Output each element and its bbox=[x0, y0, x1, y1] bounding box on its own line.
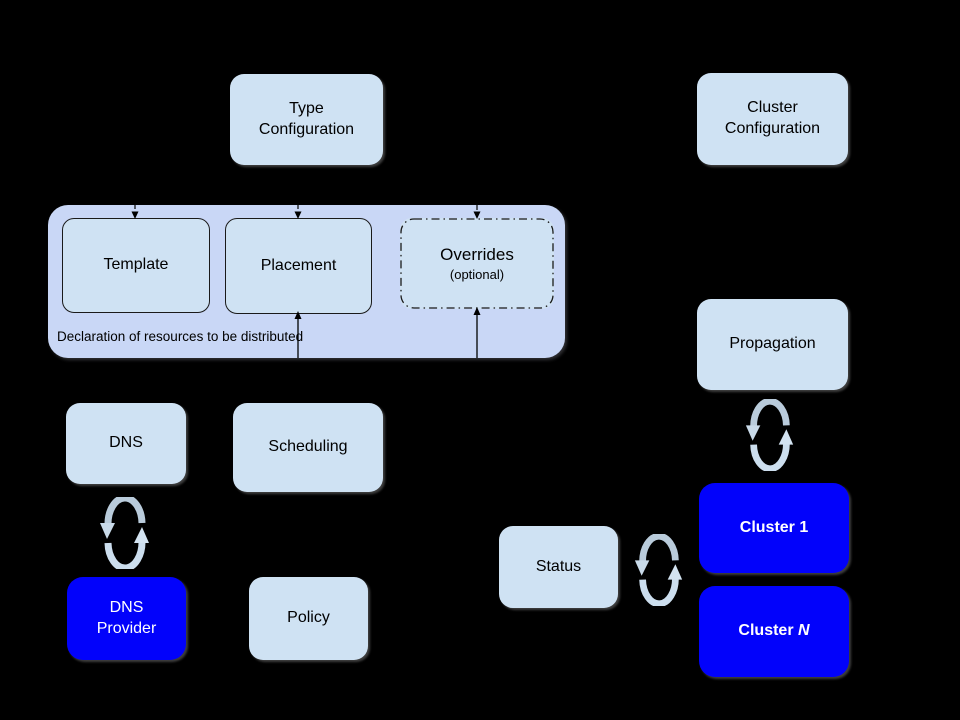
cluster-configuration-label: Cluster Configuration bbox=[724, 99, 821, 137]
cluster-1-label: Cluster 1 bbox=[739, 518, 809, 536]
propagation-label: Propagation bbox=[729, 335, 816, 353]
node-placement: Placement bbox=[225, 218, 372, 314]
node-cluster-configuration: Cluster Configuration bbox=[697, 73, 848, 165]
status-label: Status bbox=[535, 557, 582, 575]
node-template: Template bbox=[62, 218, 210, 313]
node-overrides: Overrides (optional) bbox=[400, 218, 554, 309]
node-cluster-n: Cluster N bbox=[699, 586, 849, 677]
sync-cycle-icon bbox=[743, 399, 797, 471]
node-type-configuration: Type Configuration bbox=[230, 74, 383, 165]
dns-label: DNS bbox=[109, 434, 143, 452]
cluster-n-suffix: N bbox=[798, 622, 810, 640]
node-cluster-1: Cluster 1 bbox=[699, 483, 849, 573]
group-caption: Declaration of resources to be distribut… bbox=[57, 329, 304, 344]
cluster-n-label: Cluster N bbox=[738, 621, 809, 642]
overrides-label: Overrides bbox=[440, 244, 514, 264]
node-scheduling: Scheduling bbox=[233, 403, 383, 492]
node-dns-provider: DNS Provider bbox=[67, 577, 186, 660]
cluster-n-prefix: Cluster bbox=[738, 622, 798, 640]
type-configuration-label: Type Configuration bbox=[258, 99, 355, 138]
sync-cycle-icon bbox=[632, 534, 686, 606]
node-propagation: Propagation bbox=[697, 299, 848, 390]
dns-provider-label: DNS Provider bbox=[96, 598, 157, 637]
resource-declaration-group: Template Placement Overrides (optional) … bbox=[48, 205, 565, 358]
template-label: Template bbox=[103, 256, 169, 274]
node-status: Status bbox=[499, 526, 618, 608]
sync-cycle-icon bbox=[96, 497, 154, 569]
policy-label: Policy bbox=[287, 609, 330, 627]
placement-label: Placement bbox=[260, 256, 337, 274]
overrides-sublabel: (optional) bbox=[449, 266, 505, 282]
node-dns: DNS bbox=[66, 403, 186, 484]
node-policy: Policy bbox=[249, 577, 368, 660]
scheduling-label: Scheduling bbox=[268, 438, 348, 456]
